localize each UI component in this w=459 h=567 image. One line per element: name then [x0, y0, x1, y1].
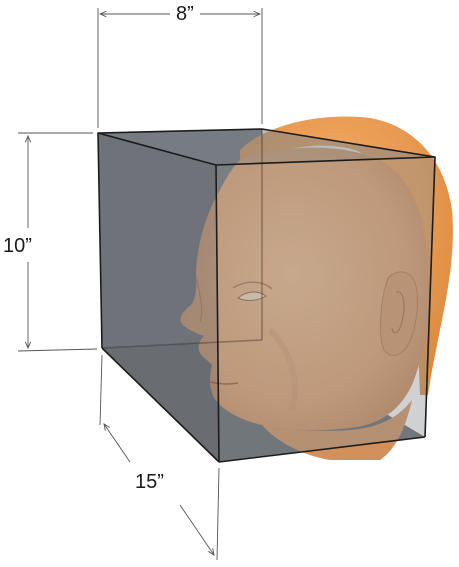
- depth-dimension-label: 15”: [135, 471, 164, 493]
- box-front-faces: [98, 129, 435, 462]
- head-model: [180, 116, 453, 460]
- width-dimension: [97, 8, 263, 128]
- face-shape: [180, 147, 430, 431]
- ear-shape: [380, 271, 419, 356]
- neck-shape: [262, 400, 412, 460]
- width-dimension-label: 8”: [176, 3, 194, 25]
- box-edges: [97, 128, 436, 463]
- height-dimension: [17, 132, 98, 352]
- height-dimension-label: 10”: [3, 235, 32, 257]
- eye-shape: [237, 291, 267, 301]
- depth-dimension: [99, 354, 220, 561]
